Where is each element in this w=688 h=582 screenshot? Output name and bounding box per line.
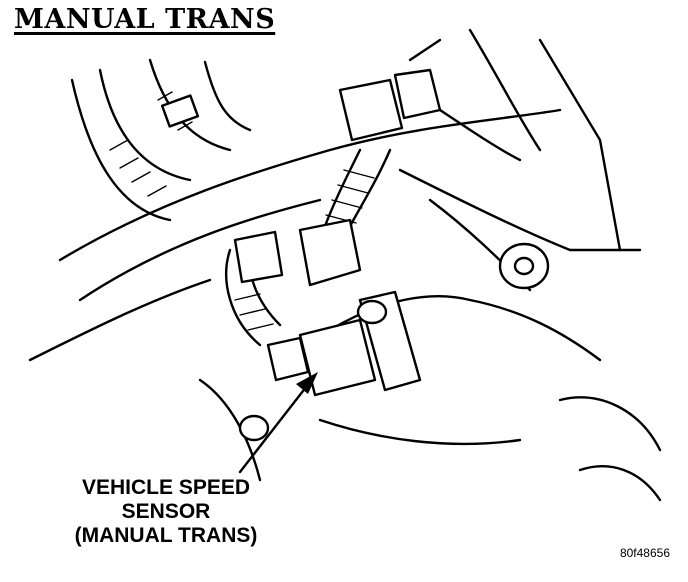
callout-line-1: VEHICLE SPEED (81, 476, 251, 499)
vehicle-speed-sensor (225, 218, 422, 397)
figure-reference-code: 80f48656 (619, 546, 670, 560)
sensor-wiring-conduit (318, 38, 522, 247)
callout-line-2: SENSOR (121, 500, 211, 523)
callout-leader (238, 372, 318, 474)
diagram-title: MANUAL TRANS (14, 4, 276, 35)
callout-line-3: (MANUAL TRANS) (74, 524, 258, 547)
sensor-callout-label: VEHICLE SPEED SENSOR (MANUAL TRANS) (52, 476, 280, 548)
wiring-harness-left (70, 58, 252, 222)
transmission-housing (28, 28, 662, 502)
